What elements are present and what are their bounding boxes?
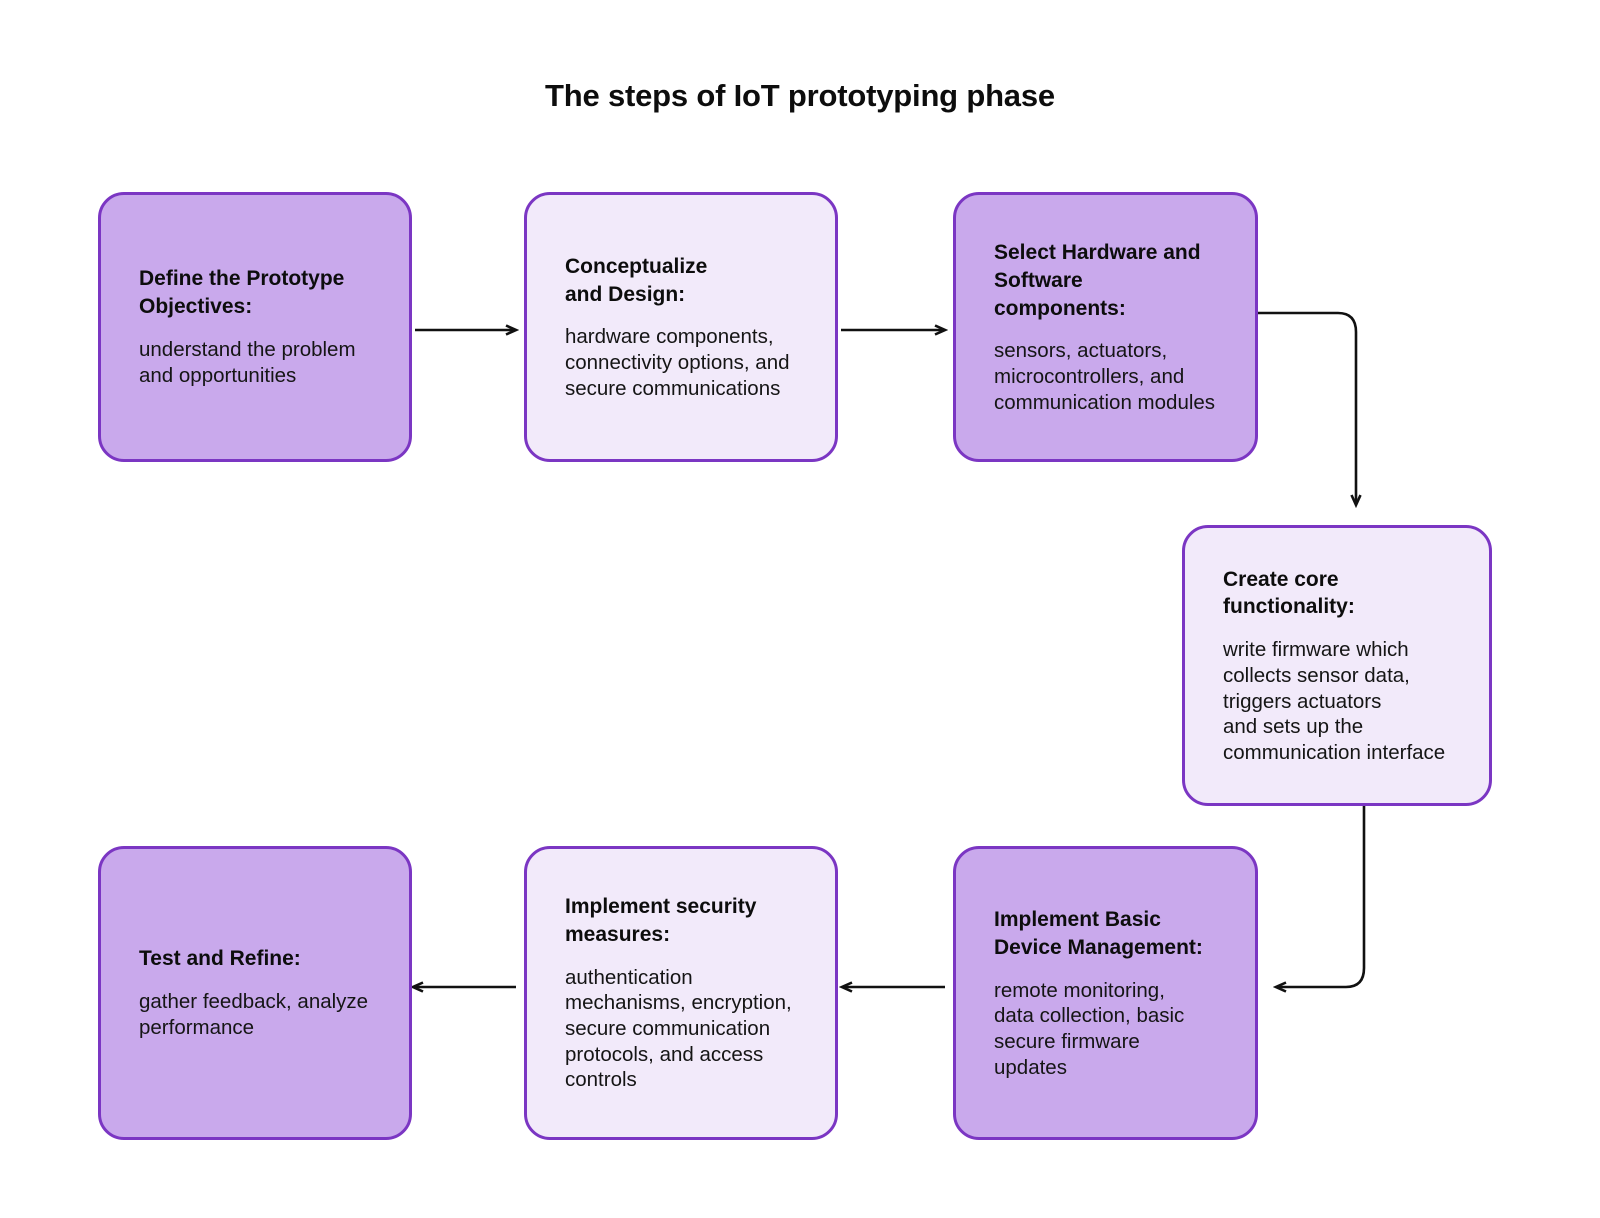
edge-4-to-5 [1276,806,1366,987]
node-implement-security-measures[interactable]: Implement security measures: authenticat… [524,846,838,1140]
node-conceptualize-and-design[interactable]: Conceptualize and Design: hardware compo… [524,192,838,462]
node-body: gather feedback, analyze performance [139,990,369,1039]
node-title: Test and Refine: [139,947,301,971]
node-title: Conceptualize and Design: [565,254,708,306]
node-title: Implement security measures: [565,895,757,946]
node-title: Select Hardware and Software components: [994,240,1201,320]
node-define-prototype-objectives[interactable]: Define the Prototype Objectives: underst… [98,192,412,462]
node-body: write firmware which collects sensor dat… [1223,638,1446,764]
node-title: Implement Basic Device Management: [994,907,1203,959]
page-title: The steps of IoT prototyping phase [545,78,1055,113]
node-title: Define the Prototype Objectives: [139,267,345,319]
node-test-and-refine[interactable]: Test and Refine: gather feedback, analyz… [98,846,412,1140]
node-body: understand the problem and opportunities [139,338,356,387]
node-create-core-functionality[interactable]: Create core functionality: write firmwar… [1182,525,1492,806]
node-select-hardware-and-software-components[interactable]: Select Hardware and Software components:… [953,192,1258,462]
node-body: hardware components, connectivity option… [565,325,790,400]
node-implement-basic-device-management[interactable]: Implement Basic Device Management: remot… [953,846,1258,1140]
edge-3-to-4 [1258,311,1356,505]
node-body: authentication mechanisms, encryption, s… [565,965,792,1092]
node-body: remote monitoring, data collection, basi… [994,978,1185,1079]
node-body: sensors, actuators, microcontrollers, an… [994,339,1216,414]
node-title: Create core functionality: [1223,567,1355,619]
